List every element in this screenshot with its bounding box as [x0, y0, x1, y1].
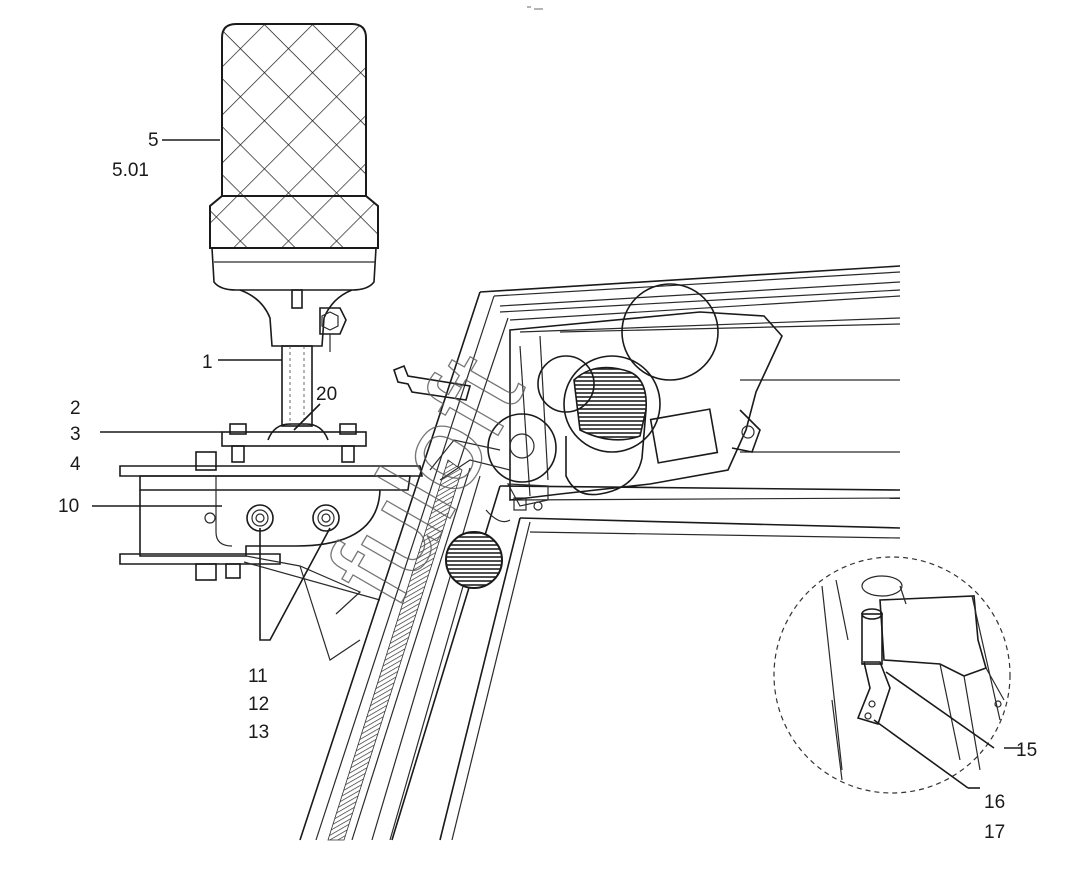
- rubber-stop: [445, 509, 511, 589]
- nozzle: [393, 364, 472, 401]
- callout-17: 17: [984, 822, 1005, 843]
- callout-5: 5: [148, 130, 159, 151]
- mounting-bracket: [119, 423, 423, 661]
- callout-3: 3: [70, 424, 81, 445]
- callout-4: 4: [70, 454, 81, 475]
- callout-15: 15: [1016, 740, 1037, 761]
- callout-11: 11: [248, 666, 268, 687]
- detail-view: [773, 556, 1011, 794]
- leader-lines: [92, 139, 1022, 789]
- callout-2: 2: [70, 398, 81, 419]
- callout-10: 10: [58, 496, 79, 517]
- svg-text:fuloft: fuloft: [302, 333, 548, 625]
- top-mark: [527, 6, 543, 10]
- watermark: fuloft: [302, 332, 549, 626]
- callout-16: 16: [984, 792, 1005, 813]
- callout-labels: 5 5.01 1 2 3 4 10 20 11 12 13 15 16 17: [58, 130, 1037, 843]
- callout-5-01: 5.01: [112, 160, 149, 181]
- motor-housing: [429, 283, 783, 511]
- callout-13: 13: [248, 722, 269, 743]
- top-rail: [479, 265, 901, 539]
- callout-12: 12: [248, 694, 269, 715]
- callout-20: 20: [316, 384, 337, 405]
- callout-1: 1: [202, 352, 213, 373]
- beacon-lamp: [209, 23, 379, 352]
